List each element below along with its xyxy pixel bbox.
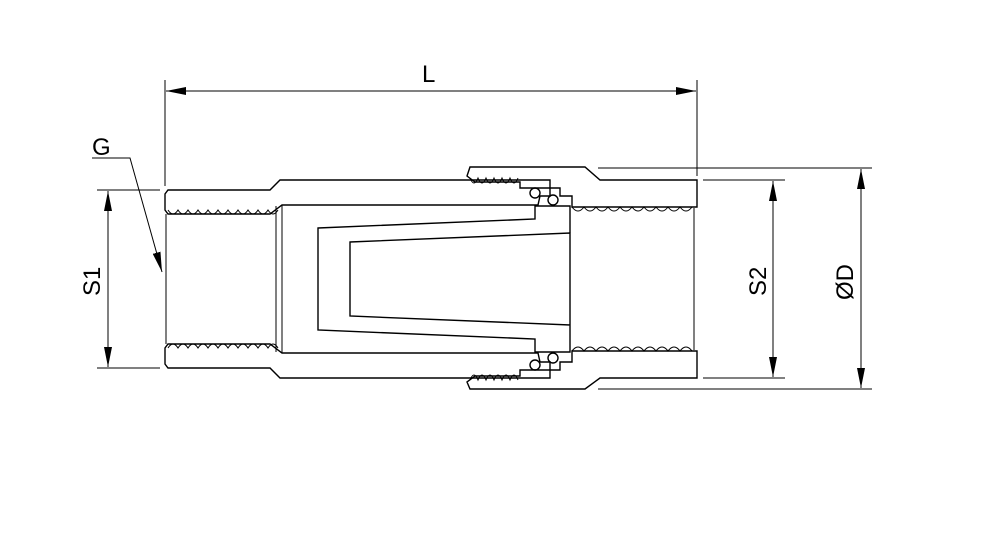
- o-rings: [529, 187, 559, 371]
- o-ring-top-2: [547, 194, 559, 206]
- nut-thread-top: [469, 176, 519, 184]
- label-g: G: [92, 134, 111, 161]
- label-s1: S1: [79, 267, 106, 296]
- left-body-section: [164, 179, 551, 379]
- nut-thread-bottom: [469, 374, 519, 382]
- right-thread-top: [571, 206, 693, 212]
- dimension-g: G: [92, 134, 163, 273]
- dimension-s1: S1: [79, 189, 160, 369]
- cone-insert-section: [317, 205, 571, 353]
- right-thread-bottom: [571, 346, 693, 352]
- o-ring-bottom-2: [547, 352, 559, 364]
- leader-line-g: [92, 157, 163, 273]
- left-thread-bottom: [167, 343, 279, 349]
- dimension-od: ØD: [598, 167, 872, 390]
- label-s2: S2: [745, 267, 772, 296]
- union-nut-section: [466, 166, 698, 390]
- o-ring-bottom-1: [529, 359, 541, 371]
- label-l: L: [422, 61, 435, 88]
- dimension-s2: S2: [703, 179, 785, 379]
- left-thread-top: [167, 209, 279, 215]
- dimension-l: L: [164, 61, 698, 186]
- o-ring-top-1: [529, 187, 541, 199]
- label-od: ØD: [832, 264, 859, 300]
